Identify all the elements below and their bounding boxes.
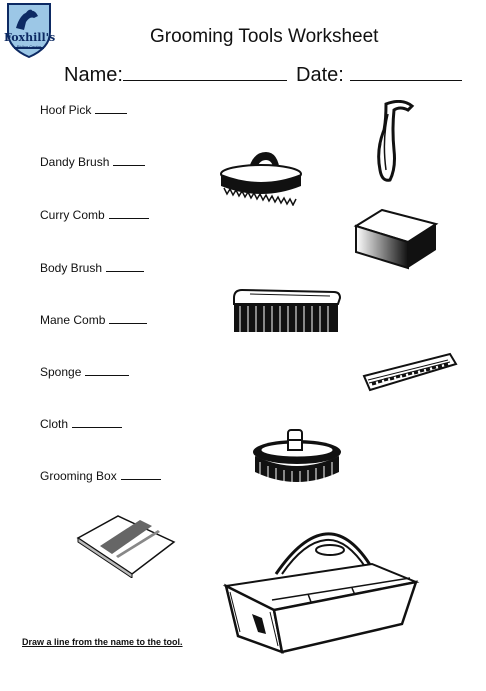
item-mane-comb: Mane Comb	[40, 312, 148, 327]
logo-subtitle: Riding Centre	[16, 44, 42, 49]
dandy-brush-icon	[233, 288, 342, 332]
cloth-icon	[76, 515, 176, 578]
answer-blank[interactable]	[95, 102, 128, 114]
item-grooming-box: Grooming Box	[40, 468, 161, 483]
item-label: Sponge	[40, 365, 82, 379]
item-label: Grooming Box	[40, 469, 117, 483]
item-label: Curry Comb	[40, 208, 105, 222]
name-field[interactable]: Name:	[64, 62, 287, 87]
item-label: Mane Comb	[40, 313, 106, 327]
shield-logo-icon	[7, 3, 51, 59]
answer-blank[interactable]	[108, 207, 149, 219]
answer-blank[interactable]	[106, 260, 145, 272]
page-title: Grooming Tools Worksheet	[150, 26, 379, 47]
mane-comb-icon	[362, 352, 458, 392]
answer-blank[interactable]	[109, 312, 148, 324]
hoof-pick-icon	[377, 100, 415, 182]
answer-blank[interactable]	[72, 416, 123, 428]
name-label: Name:	[64, 64, 123, 86]
answer-blank[interactable]	[113, 154, 146, 166]
name-blank[interactable]	[122, 62, 287, 81]
answer-blank[interactable]	[85, 364, 130, 376]
date-field[interactable]: Date:	[296, 62, 462, 87]
date-blank[interactable]	[349, 62, 462, 81]
logo-name: Foxhill's	[4, 31, 56, 44]
item-cloth: Cloth	[40, 416, 123, 431]
item-hoof-pick: Hoof Pick	[40, 102, 128, 117]
curry-comb-icon	[220, 152, 302, 206]
item-curry-comb: Curry Comb	[40, 207, 149, 222]
grooming-box-icon	[222, 532, 420, 654]
item-sponge: Sponge	[40, 364, 130, 379]
item-body-brush: Body Brush	[40, 260, 145, 275]
item-label: Body Brush	[40, 261, 103, 275]
item-label: Hoof Pick	[40, 103, 92, 117]
item-label: Cloth	[40, 417, 69, 431]
item-dandy-brush: Dandy Brush	[40, 154, 146, 169]
item-label: Dandy Brush	[40, 155, 110, 169]
body-brush-icon	[253, 429, 341, 486]
logo: Foxhill's Riding Centre	[4, 2, 56, 59]
date-label: Date:	[296, 64, 344, 86]
instruction-text: Draw a line from the name to the tool.	[22, 637, 183, 647]
sponge-icon	[353, 208, 439, 270]
answer-blank[interactable]	[120, 468, 161, 480]
